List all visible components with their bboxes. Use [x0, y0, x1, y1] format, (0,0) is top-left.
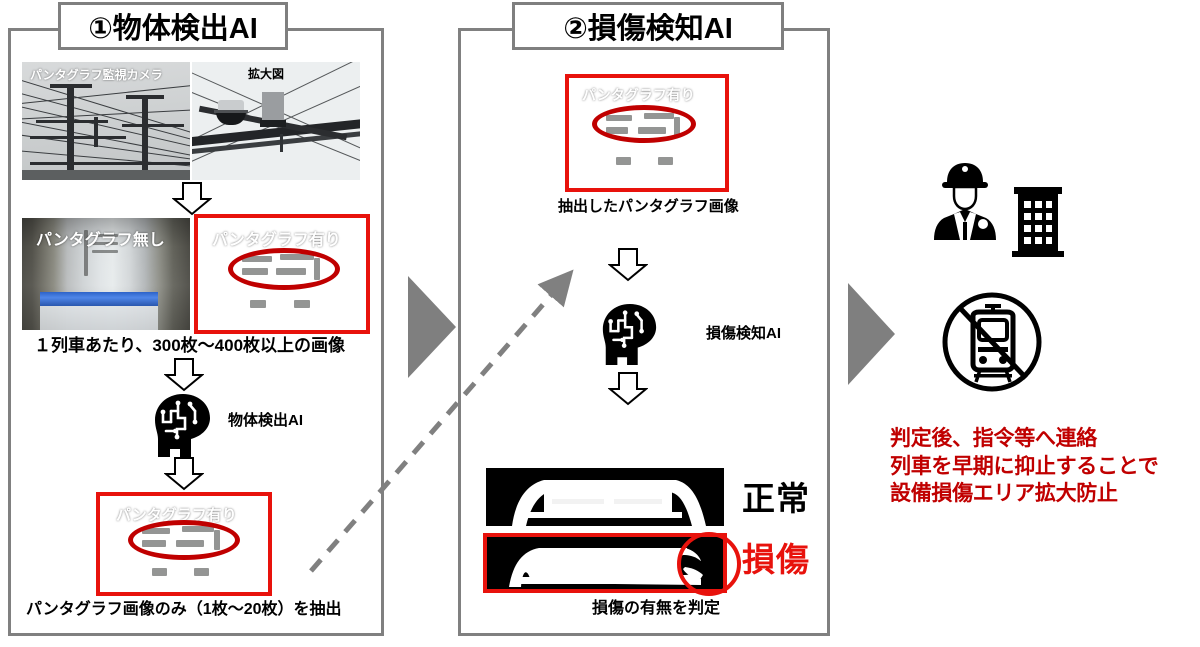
result-label-damaged: 損傷	[742, 541, 810, 578]
ai-label-damage-detection: 損傷検知AI	[706, 325, 782, 342]
ai-brain-head-icon-2	[602, 304, 657, 366]
red-ellipse-marker-2	[128, 520, 240, 560]
flow-triangle-2	[848, 283, 895, 385]
input-image-note: 抽出したパンタグラフ画像	[558, 198, 739, 215]
result-label-normal: 正常	[742, 480, 810, 517]
flow-arrow-down-3	[164, 457, 204, 491]
photo-monitoring-camera: パンタグラフ監視カメラ	[22, 62, 190, 180]
photo-zoom-caption: 拡大図	[248, 67, 285, 81]
photo-zoomed-camera: 拡大図	[192, 62, 360, 180]
red-ellipse-marker-1	[228, 248, 340, 290]
highlight-frame-damaged	[483, 533, 727, 593]
ai-label-object-detection: 物体検出AI	[228, 412, 304, 429]
image-count-note: １列車あたり、300枚〜400枚以上の画像	[34, 336, 346, 355]
flow-triangle-1	[408, 276, 456, 378]
red-ellipse-marker-3	[592, 105, 696, 143]
ai-brain-head-icon-1	[155, 394, 210, 457]
binary-image-normal	[486, 468, 724, 526]
photo-camera-caption: パンタグラフ監視カメラ	[30, 68, 163, 82]
photo-extracted-result-caption: パンタグラフ有り	[116, 507, 237, 524]
binary-image-damaged	[487, 537, 723, 589]
photo-no-pantograph-caption: パンタグラフ無し	[36, 232, 165, 249]
feedback-dashed-arrow	[309, 269, 574, 573]
flow-arrow-down-1	[172, 182, 212, 216]
building-icon	[1012, 187, 1064, 257]
highlight-frame-input-image	[565, 74, 729, 192]
extract-note: パンタグラフ画像のみ（1枚〜20枚）を抽出	[26, 601, 342, 618]
section-title-object-detection: ①物体検出AI	[58, 2, 288, 50]
photo-no-pantograph: パンタグラフ無し	[22, 218, 190, 330]
photo-has-pantograph-caption: パンタグラフ有り	[212, 232, 341, 249]
flow-arrow-down-2	[164, 358, 204, 392]
section-title-damage-detection: ②損傷検知AI	[512, 2, 784, 50]
flow-arrow-down-5	[608, 372, 648, 406]
photo-input-caption: パンタグラフ有り	[582, 87, 695, 103]
no-train-icon	[942, 292, 1042, 392]
operator-icon	[934, 163, 996, 240]
conclusion-text: 判定後、指令等へ連絡 列車を早期に抑止することで 設備損傷エリア拡大防止	[890, 427, 1159, 506]
judge-note: 損傷の有無を判定	[592, 600, 721, 617]
flow-arrow-down-4	[608, 248, 648, 282]
